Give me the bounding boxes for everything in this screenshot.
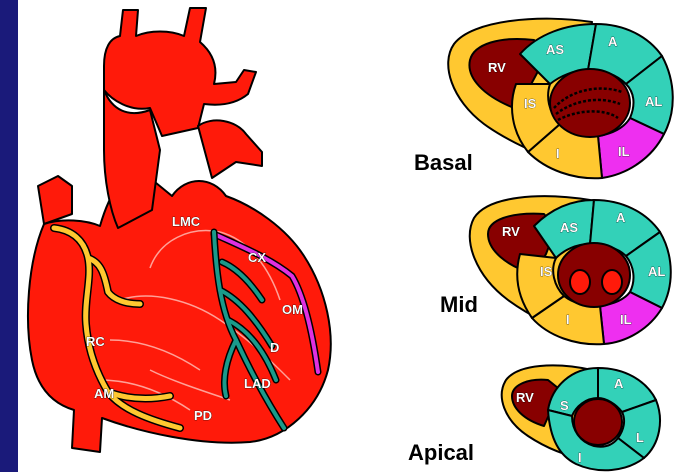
label-om: OM [282,302,303,317]
mid-label-il: IL [620,312,632,327]
apical-label-a: A [614,376,624,391]
vena-cava-top [38,176,72,224]
basal-label-rv: RV [488,60,506,75]
apical-lv-cavity [574,399,622,445]
mid-label-is: IS [540,264,553,279]
basal-label-is: IS [524,96,537,111]
apical-label-i: I [578,450,582,465]
level-apical: Apical [408,440,474,465]
label-rc: RC [86,334,105,349]
label-lmc: LMC [172,214,201,229]
mid-slice [470,196,671,344]
basal-label-i: I [556,146,560,161]
level-mid: Mid [440,292,478,317]
apical-label-rv: RV [516,390,534,405]
mid-label-i: I [566,312,570,327]
apical-label-s: S [560,398,569,413]
pulmonary-trunk [198,120,262,178]
mid-label-a: A [616,210,626,225]
label-cx: CX [248,250,266,265]
label-lad: LAD [244,376,271,391]
label-pd: PD [194,408,212,423]
mid-label-al: AL [648,264,665,279]
label-d: D [270,340,279,355]
mid-papillary-left [570,270,590,294]
label-am: AM [94,386,114,401]
mid-label-as: AS [560,220,578,235]
basal-label-al: AL [645,94,662,109]
level-basal: Basal [414,150,473,175]
basal-label-a: A [608,34,618,49]
mid-label-rv: RV [502,224,520,239]
basal-label-as: AS [546,42,564,57]
mid-papillary-right [602,270,622,294]
basal-label-il: IL [618,144,630,159]
apical-label-l: L [636,430,644,445]
